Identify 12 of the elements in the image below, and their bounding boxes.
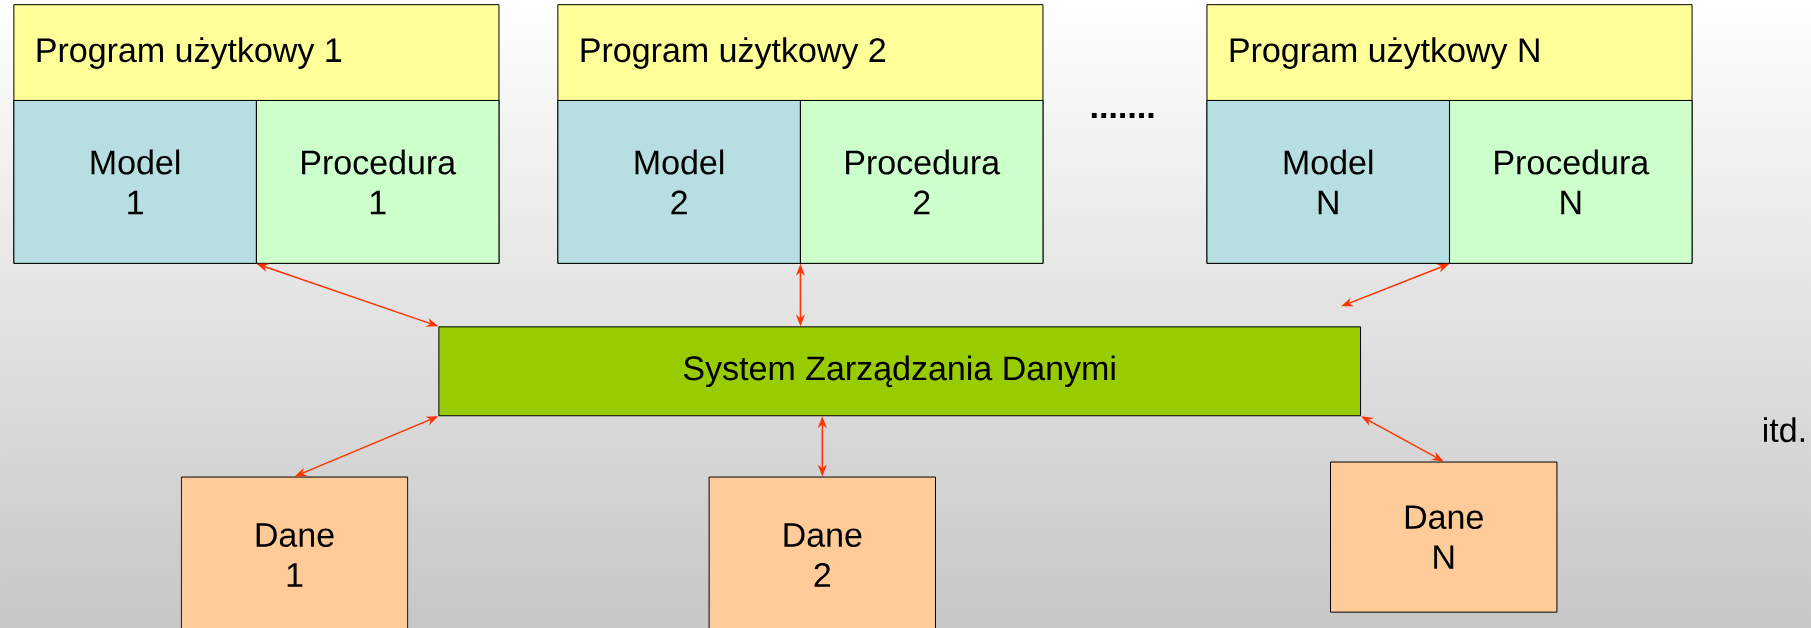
system-box: System Zarządzania Danymi [438, 326, 1362, 417]
data-box: Dane 1 [180, 476, 409, 628]
note-text: itd. [1764, 417, 1804, 443]
model-box: Model 2 [557, 99, 801, 264]
model-box: Model N [1206, 99, 1450, 264]
ellipsis: ....... [1091, 112, 1154, 119]
procedure-box: Procedura 1 [255, 99, 500, 264]
model-box: Model 1 [13, 99, 257, 264]
data-box: Dane N [1330, 461, 1558, 613]
procedure-box: Procedura 2 [799, 99, 1044, 264]
data-box: Dane 2 [708, 476, 936, 628]
procedure-box: Procedura N [1449, 99, 1693, 264]
